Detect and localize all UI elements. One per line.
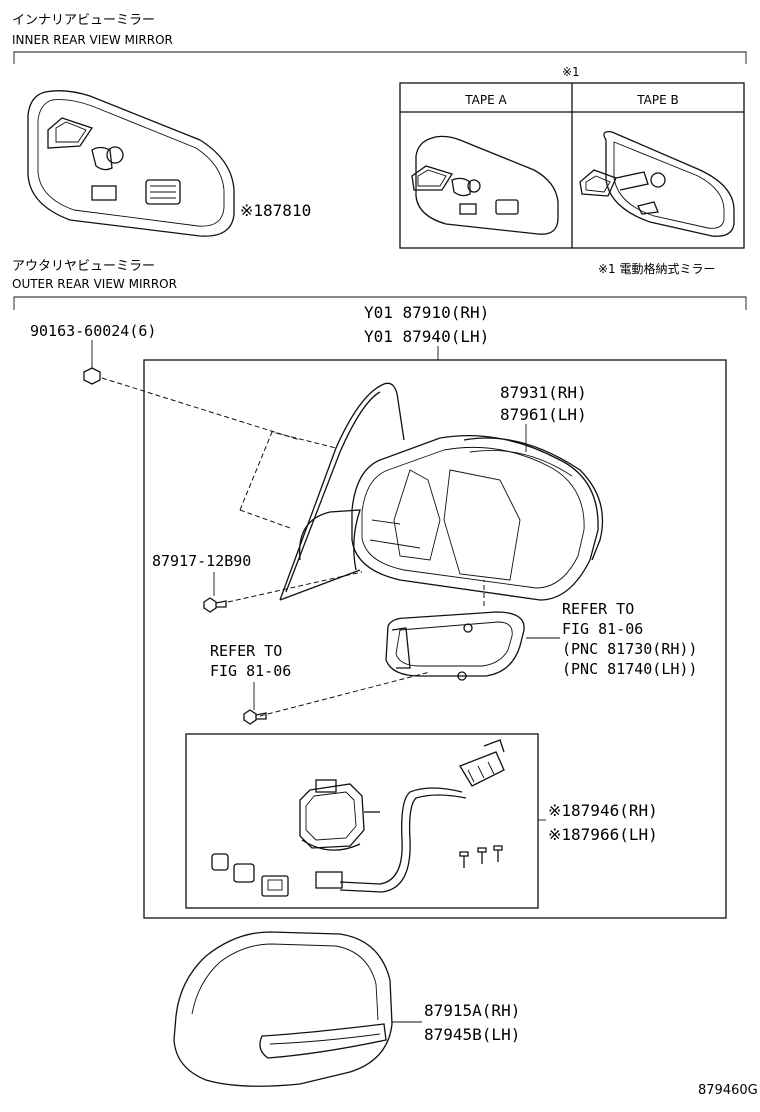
bolt-icon (83, 367, 101, 385)
assembly-lh-label: Y01 87940(LH) (364, 327, 489, 346)
inner-title-jp: インナリアビューミラー (12, 13, 155, 28)
tape-footnote: ※1 電動格納式ミラー (598, 261, 716, 276)
housing-lh-label: 87961(LH) (500, 405, 587, 424)
housing-rh-label: 87931(RH) (500, 383, 587, 402)
tape-b-mirror-drawing (579, 131, 735, 237)
outer-assembly-box (143, 359, 727, 919)
refer-left-line1: REFER TO (210, 642, 282, 660)
refer-right-line4: (PNC 81740(LH)) (562, 660, 697, 678)
refer-right-line3: (PNC 81730(RH)) (562, 640, 697, 658)
outer-section-bracket (13, 296, 747, 310)
tape-a-label: TAPE A (464, 93, 507, 107)
assembly-rh-label: Y01 87910(RH) (364, 303, 489, 322)
tape-a-mirror-drawing (411, 135, 559, 235)
inner-part-number: ※187810 (240, 201, 311, 220)
grommet-parts-drawing (211, 853, 289, 897)
refer-right-line2: FIG 81-06 (562, 620, 643, 638)
bolt-label: 90163-60024(6) (30, 322, 156, 340)
screw-icon (203, 597, 227, 613)
motor-rh-label: ※187946(RH) (548, 801, 658, 820)
mirror-cover-drawing (173, 931, 393, 1087)
figure-id: 879460G (698, 1083, 758, 1098)
inner-section-bracket (13, 51, 747, 64)
cover-lh-label: 87945B(LH) (424, 1025, 520, 1044)
motor-lh-label: ※187966(LH) (548, 825, 658, 844)
motor-sub-box (185, 733, 539, 909)
wire-harness-drawing (315, 739, 505, 893)
mirror-glass-drawing (239, 382, 405, 601)
screw-label: 87917-12B90 (152, 552, 251, 570)
outer-title-jp: アウタリヤビューミラー (12, 259, 155, 274)
refer-right-line1: REFER TO (562, 600, 634, 618)
cover-rh-label: 87915A(RH) (424, 1001, 520, 1020)
inner-title-en: INNER REAR VIEW MIRROR (12, 33, 173, 47)
mirror-housing-drawing (351, 434, 604, 601)
retractor-motor-drawing (299, 779, 380, 851)
tape-b-label: TAPE B (636, 93, 678, 107)
outer-title-en: OUTER REAR VIEW MIRROR (12, 277, 177, 291)
inner-mirror-drawing (27, 90, 235, 237)
refer-left-line2: FIG 81-06 (210, 662, 291, 680)
lamp-screw-icon (243, 709, 267, 725)
tape-note-ref: ※1 (562, 65, 580, 79)
turn-signal-lamp-drawing (385, 611, 525, 681)
small-screws-drawing (459, 845, 503, 868)
